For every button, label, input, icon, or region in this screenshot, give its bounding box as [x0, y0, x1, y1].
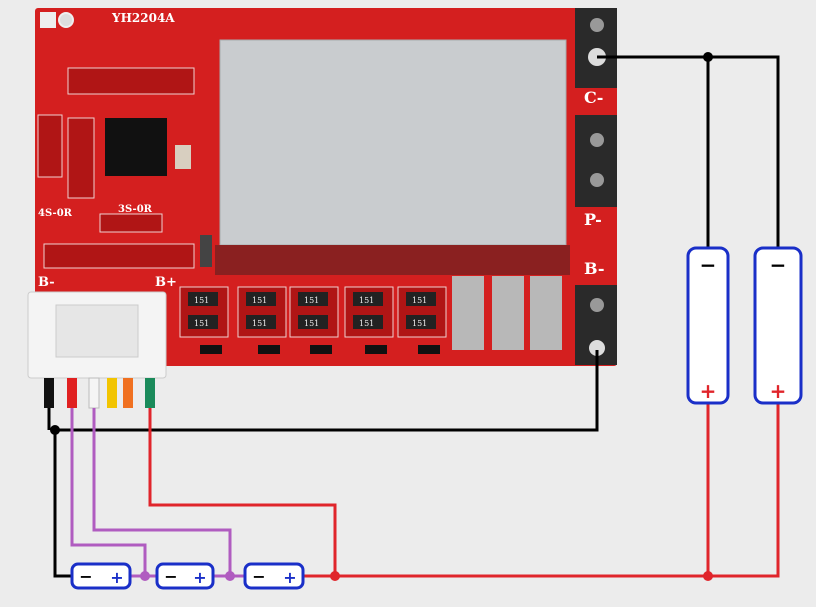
battery-cell-vertical-1: − +: [686, 246, 730, 405]
mosfet-marking: 151: [304, 319, 319, 328]
cell-plus: +: [770, 379, 787, 403]
cell-plus: +: [700, 379, 717, 403]
label-b-plus: B+: [155, 275, 177, 290]
label-4s: 4S-0R: [38, 208, 73, 219]
bms-board: YH2204A 4S-0R 3S-0R B- B+ 151 151 151: [35, 8, 617, 366]
terminal-p-minus: P-: [584, 210, 602, 229]
cell-minus: −: [164, 567, 177, 586]
terminal-c-minus: C-: [584, 88, 603, 107]
mosfet-marking: 151: [359, 296, 374, 305]
cell-minus: −: [252, 567, 265, 586]
cell-minus: −: [79, 567, 92, 586]
cell-minus: −: [700, 253, 717, 277]
label-b-minus: B-: [38, 275, 55, 290]
cell-plus: +: [110, 568, 123, 587]
mosfet-marking: 151: [359, 319, 374, 328]
board-model: YH2204A: [111, 11, 175, 25]
mosfet-group: 151 151 151 151 151 151 151 151: [179, 276, 562, 354]
mosfet-marking: 151: [412, 319, 427, 328]
battery-cell-series-1: − +: [70, 562, 132, 590]
battery-cell-series-3: − +: [243, 562, 305, 590]
cell-minus: −: [770, 253, 787, 277]
junction-dots: [50, 52, 713, 581]
battery-cell-vertical-2: − +: [753, 246, 803, 405]
mosfet-marking: 151: [194, 319, 209, 328]
controller-chip: [105, 118, 167, 176]
battery-cell-series-2: − +: [155, 562, 215, 590]
label-3s: 3S-0R: [118, 204, 153, 215]
mosfet-marking: 151: [304, 296, 319, 305]
mosfet-marking: 151: [412, 296, 427, 305]
terminal-strip: C- P- B-: [575, 8, 617, 365]
wires: [47, 55, 780, 578]
mosfet-marking: 151: [252, 319, 267, 328]
balance-connector: [27, 291, 167, 409]
mosfet-marking: 151: [252, 296, 267, 305]
mosfet-marking: 151: [194, 296, 209, 305]
heatsink-shield: [219, 39, 567, 246]
terminal-b-minus: B-: [584, 259, 604, 278]
cell-plus: +: [193, 568, 206, 587]
cell-plus: +: [283, 568, 296, 587]
